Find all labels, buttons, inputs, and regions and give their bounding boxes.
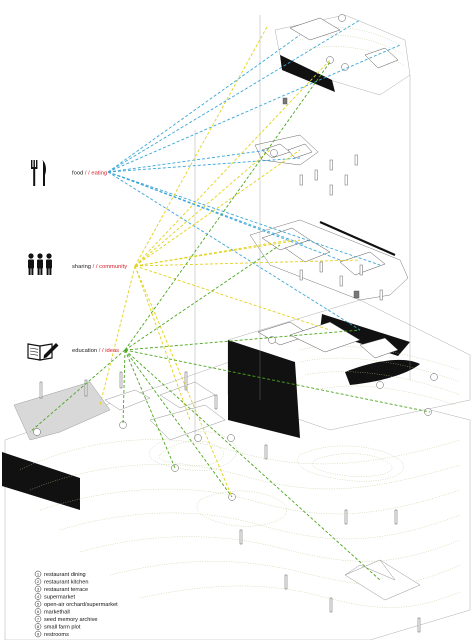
svg-text:4: 4 [37, 594, 40, 599]
theme-label-food: food / / eating [72, 171, 107, 177]
level-2-platform [249, 219, 409, 301]
program-legend: 1 restaurant dining 2 restaurant kitchen… [34, 570, 118, 638]
svg-text:8: 8 [37, 624, 40, 629]
svg-text:3: 3 [37, 586, 40, 591]
svg-text:6: 6 [37, 609, 40, 614]
level-3-plan-markers [268, 336, 438, 416]
legend-item: 4 supermarket [34, 593, 76, 601]
legend-item: 2 restaurant kitchen [34, 578, 88, 586]
top-platform [274, 14, 411, 96]
svg-text:restaurant dining: restaurant dining [44, 572, 86, 578]
terrain-base [2, 359, 471, 640]
level-3-platform [227, 299, 471, 438]
level-3-building [257, 321, 399, 359]
svg-text:small farm plot: small farm plot [44, 625, 81, 631]
legend-item: 7 seed memory archive [34, 615, 97, 623]
level-3-canopy [345, 359, 420, 385]
sharing-connector-lines [99, 24, 361, 498]
vertical-explosion-guides [194, 15, 411, 440]
svg-text:7: 7 [37, 616, 40, 621]
svg-text:markethall: markethall [44, 610, 70, 616]
legend-item: 3 restaurant terrace [34, 585, 88, 593]
legend-item: 9 restrooms [34, 630, 69, 638]
terrain-section-cut [2, 452, 80, 510]
svg-text:restaurant terrace: restaurant terrace [44, 587, 88, 593]
legend-item: 6 markethall [34, 608, 70, 616]
education-connector-lines [29, 61, 431, 581]
terrain-plan-markers [33, 421, 236, 501]
book-pencil-icon [27, 343, 59, 361]
svg-text:2: 2 [37, 579, 40, 584]
level-2-roof-edge [319, 220, 396, 257]
svg-text:open-air orchard/supermarket: open-air orchard/supermarket [44, 602, 118, 608]
svg-text:9: 9 [37, 631, 40, 636]
floating-pillars [282, 97, 383, 301]
svg-text:seed memory archive: seed memory archive [44, 617, 97, 623]
legend-item: 8 small farm plot [34, 623, 81, 631]
level-1-platform [254, 134, 319, 166]
theme-label-sharing: sharing / / community [72, 264, 127, 270]
svg-text:restaurant kitchen: restaurant kitchen [44, 580, 88, 586]
svg-text:1: 1 [37, 571, 40, 576]
level-3-section-cut [228, 340, 300, 438]
theme-label-education: education / / ideas [72, 348, 119, 354]
legend-item: 1 restaurant dining [34, 570, 86, 578]
top-building [289, 17, 399, 69]
top-section-cut [280, 55, 335, 92]
people-icon [28, 253, 52, 275]
food-connector-lines [107, 19, 401, 331]
legend-item: 5 open-air orchard/supermarket [34, 600, 118, 608]
fork-knife-icon [31, 160, 46, 186]
svg-text:5: 5 [37, 601, 40, 606]
svg-text:supermarket: supermarket [44, 595, 76, 601]
svg-text:restrooms: restrooms [44, 632, 69, 638]
